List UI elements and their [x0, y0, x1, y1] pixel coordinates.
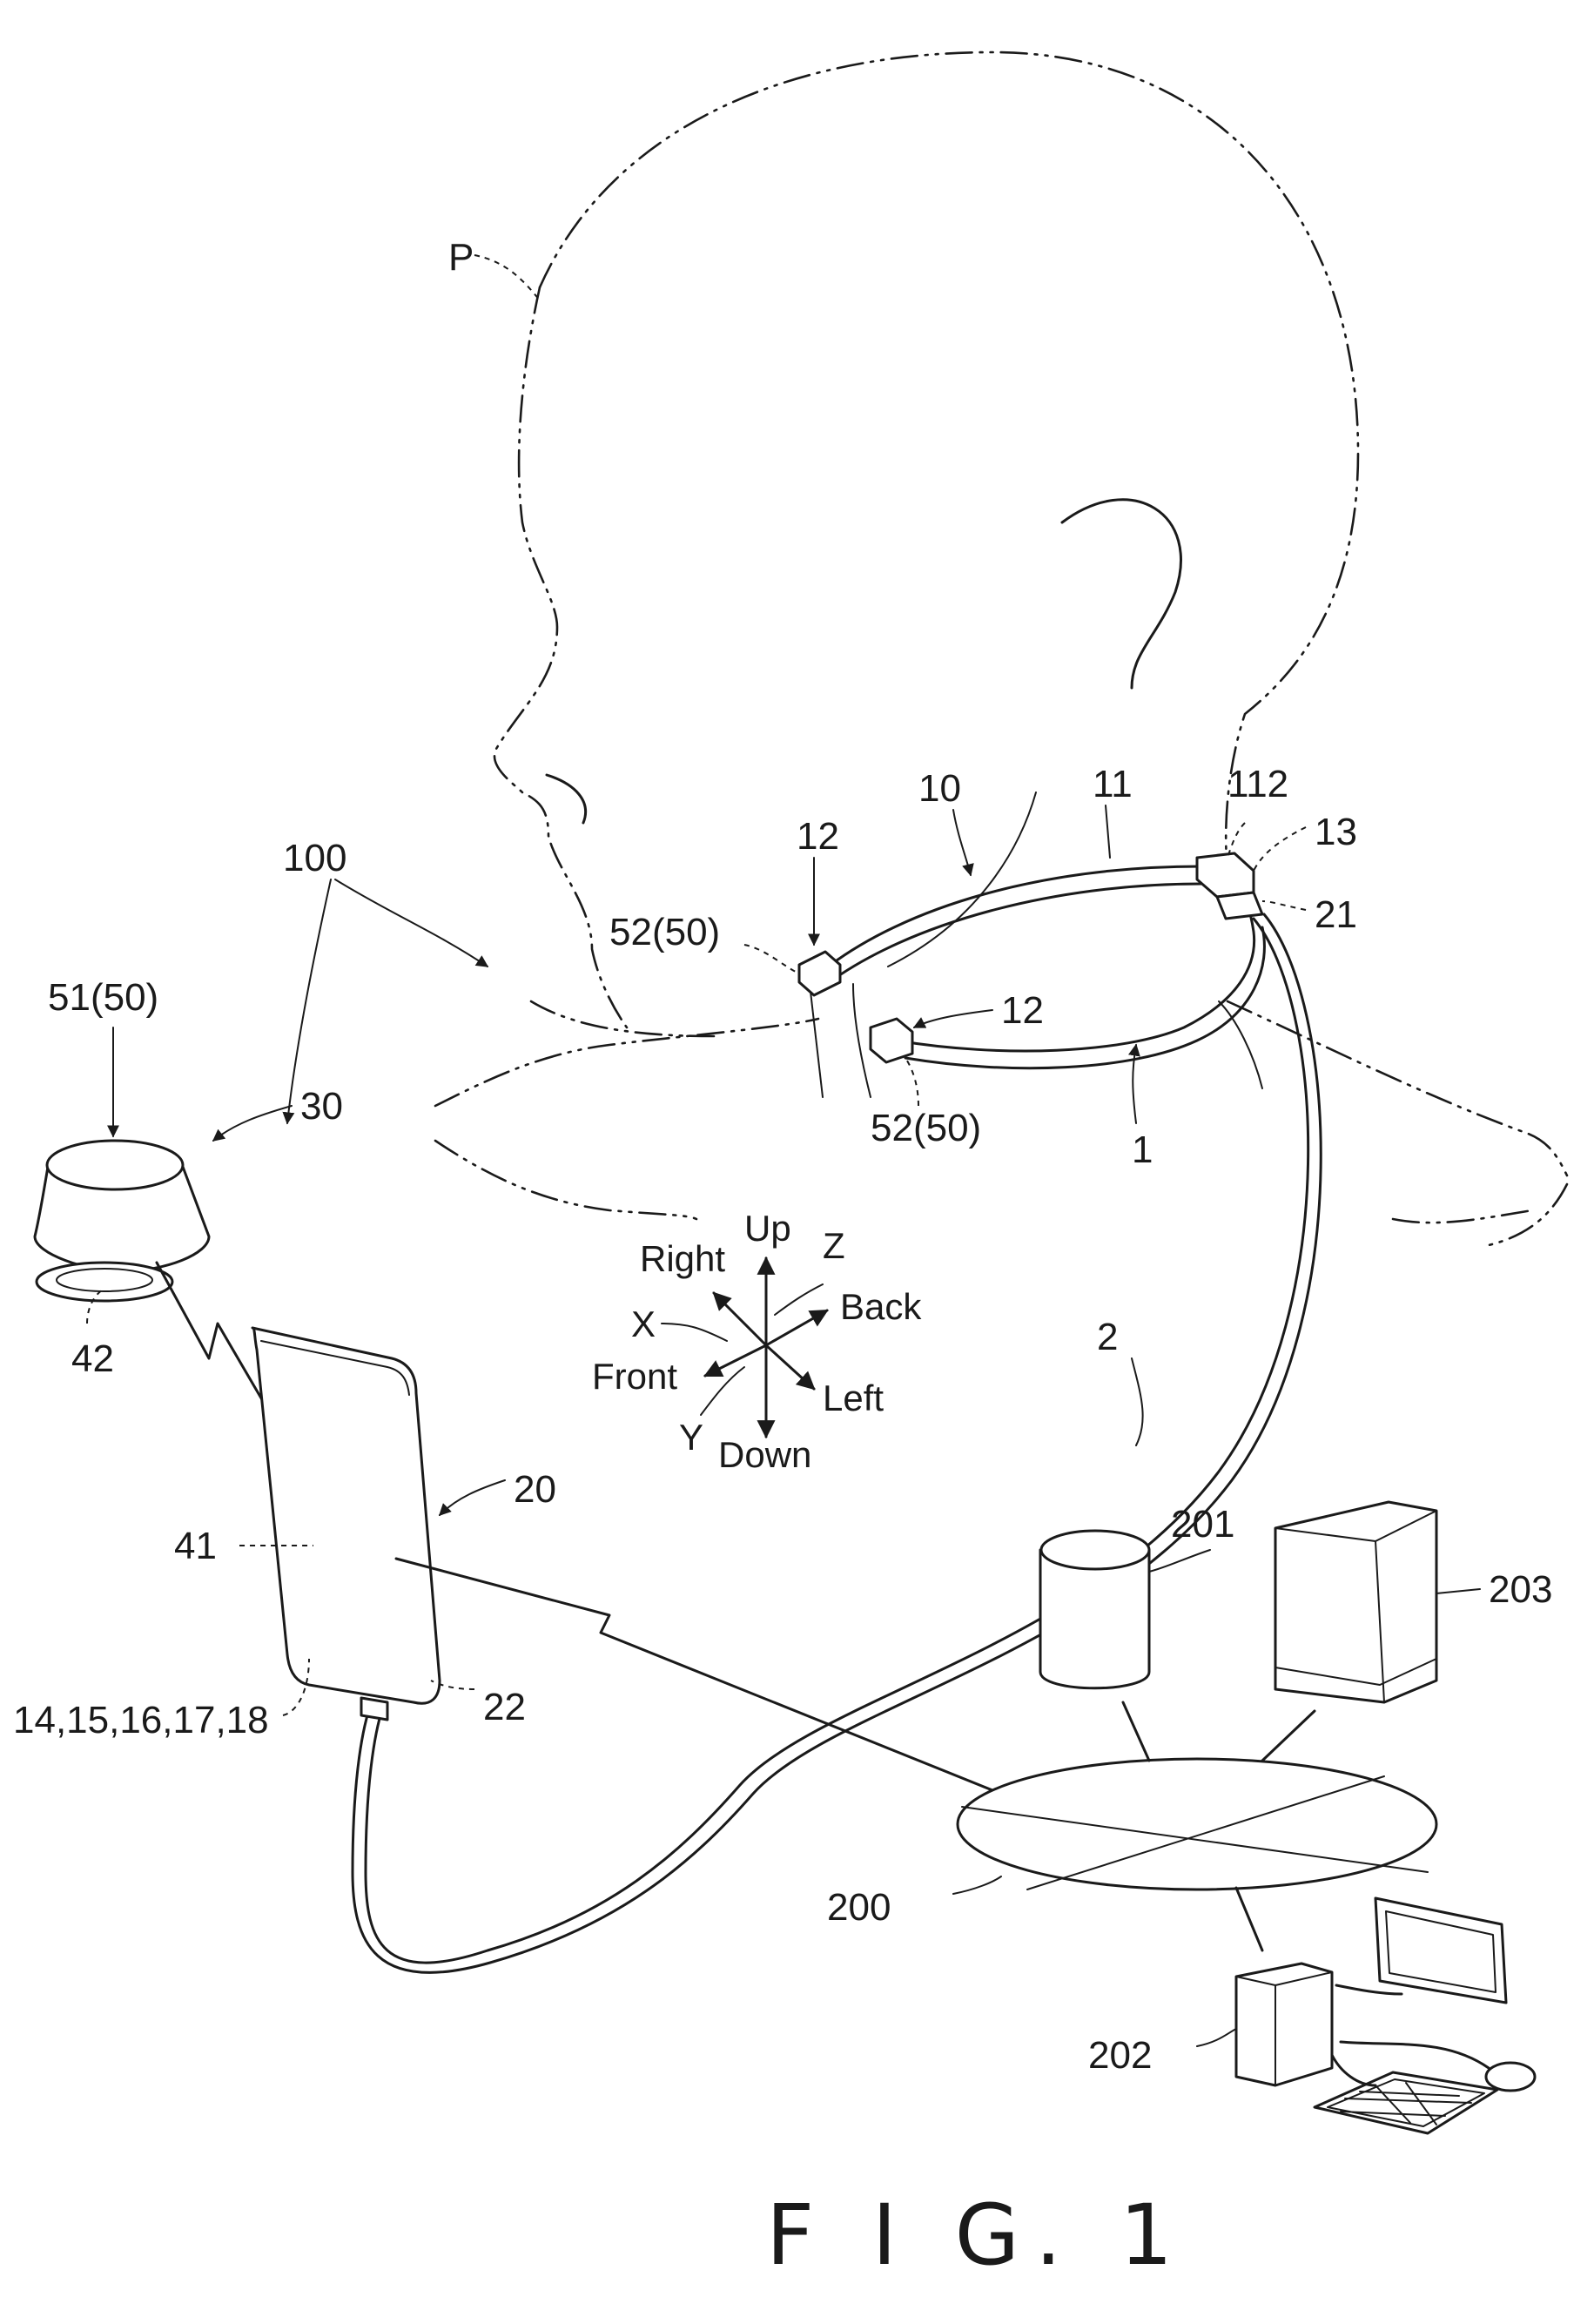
label-terminal-screen: 41 — [174, 1525, 217, 1567]
label-server: 203 — [1489, 1568, 1552, 1611]
label-system: 100 — [283, 837, 346, 879]
ear — [1062, 500, 1180, 688]
axis-label-up: Up — [744, 1208, 791, 1249]
label-cable-connector: 21 — [1315, 893, 1357, 936]
axis-label-x: X — [631, 1303, 656, 1344]
axes-indicator — [662, 1258, 827, 1437]
network — [958, 1702, 1436, 1950]
axis-label-z: Z — [823, 1225, 845, 1266]
axis-label-right: Right — [640, 1238, 725, 1279]
label-band: 11 — [1093, 763, 1133, 805]
label-tip-lower: 12 — [1001, 989, 1044, 1032]
database — [1040, 1531, 1149, 1688]
label-network: 200 — [827, 1886, 891, 1929]
label-terminal-modules: 14,15,16,17,18 — [13, 1699, 269, 1741]
label-electrode-lower: 52(50) — [871, 1107, 981, 1149]
figure-caption: F I G. 1 — [766, 2186, 1188, 2284]
label-person: P — [448, 236, 474, 279]
label-device-body: 10 — [918, 767, 961, 810]
label-speaker-unit: 30 — [300, 1085, 343, 1128]
axis-labels: Up Right Z Back X Front Left Y Down — [592, 1208, 922, 1475]
label-terminal: 20 — [514, 1468, 556, 1511]
label-band-part: 112 — [1227, 763, 1288, 805]
axis-label-left: Left — [823, 1378, 884, 1418]
label-database: 201 — [1171, 1503, 1234, 1546]
label-speaker-base: 42 — [71, 1337, 114, 1380]
neck-band-device — [799, 853, 1264, 1068]
label-computer: 202 — [1088, 2034, 1152, 2077]
label-connector: 13 — [1315, 811, 1357, 853]
computer — [1236, 1898, 1535, 2133]
axis-label-front: Front — [592, 1356, 677, 1397]
label-cable: 2 — [1097, 1316, 1118, 1358]
person-outline — [435, 52, 1567, 1245]
axis-label-down: Down — [718, 1434, 811, 1475]
server — [1275, 1502, 1436, 1702]
speaker-unit — [35, 1141, 279, 1428]
label-electrode-upper: 52(50) — [609, 911, 720, 953]
axis-label-y: Y — [679, 1417, 703, 1458]
label-terminal-port: 22 — [483, 1686, 526, 1728]
label-wearable-unit: 1 — [1132, 1128, 1153, 1171]
axis-label-back: Back — [840, 1286, 922, 1327]
label-tip-upper: 12 — [797, 815, 839, 858]
label-speaker-electrode: 51(50) — [48, 976, 158, 1019]
